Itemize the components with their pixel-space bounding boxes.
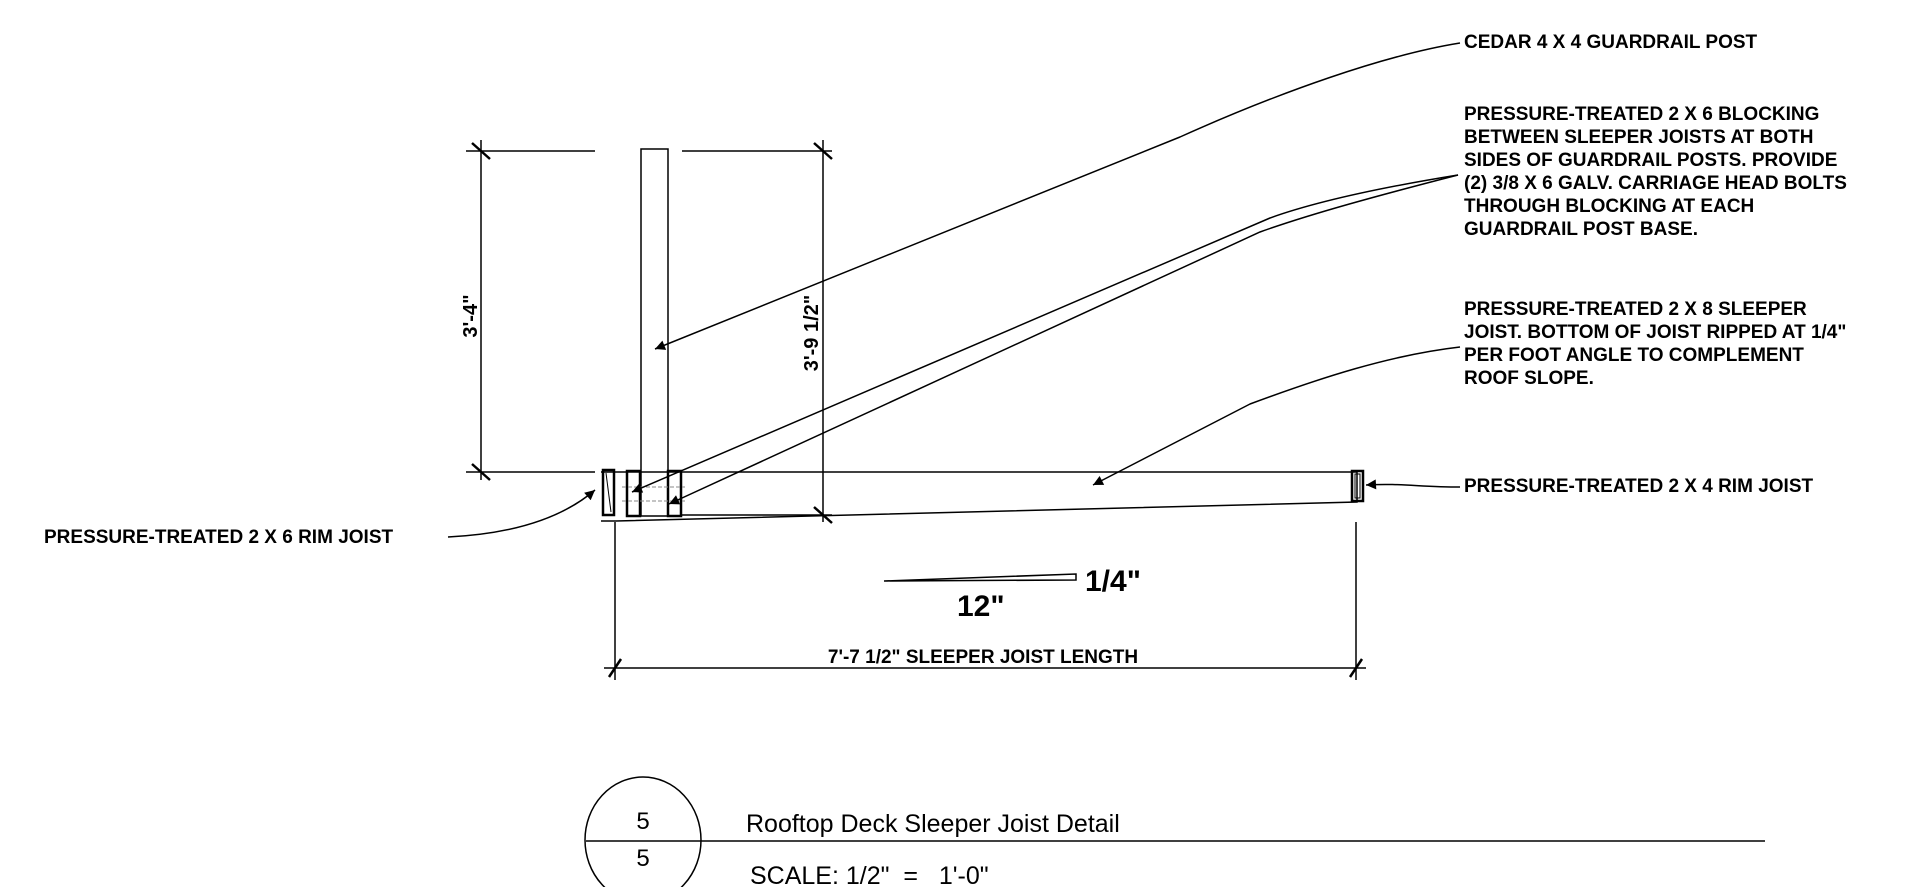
note-line: PRESSURE-TREATED 2 X 4 RIM JOIST (1464, 476, 1814, 497)
dimension-overall-height (682, 140, 833, 524)
guardrail-post (640, 148, 669, 517)
detail-number: 5 (636, 808, 649, 835)
leader-sleeper (1092, 346, 1461, 486)
leader-blocking-2 (668, 174, 1459, 505)
dimension-post-height (466, 140, 595, 481)
rim-joist-2x6 (601, 468, 616, 517)
detail-scale: SCALE: 1/2" = 1'-0" (750, 862, 989, 887)
rim-joist-2x4 (1350, 469, 1365, 503)
dimension-joist-length-label: 7'-7 1/2" SLEEPER JOIST LENGTH (828, 647, 1138, 668)
note-sleeper-joist: PRESSURE-TREATED 2 X 8 SLEEPER JOIST. BO… (1464, 298, 1846, 390)
note-line: PRESSURE-TREATED 2 X 8 SLEEPER (1464, 299, 1807, 320)
note-line: PRESSURE-TREATED 2 X 6 RIM JOIST (44, 527, 394, 548)
detail-bubble (584, 776, 702, 892)
detail-title: Rooftop Deck Sleeper Joist Detail (746, 810, 1120, 838)
note-rim-joist-2x4: PRESSURE-TREATED 2 X 4 RIM JOIST (1464, 475, 1813, 498)
leader-rim-2x6 (447, 489, 596, 538)
blocking-right (666, 469, 683, 518)
note-line: BETWEEN SLEEPER JOISTS AT BOTH (1464, 127, 1814, 148)
note-blocking: PRESSURE-TREATED 2 X 6 BLOCKING BETWEEN … (1464, 103, 1847, 241)
sleeper-joist (601, 471, 1358, 522)
leader-blocking-1 (631, 174, 1459, 493)
slope-rise-label: 1/4" (1085, 565, 1141, 598)
slope-indicator (883, 573, 1077, 582)
note-line: THROUGH BLOCKING AT EACH (1464, 196, 1755, 217)
note-rim-joist-2x6: PRESSURE-TREATED 2 X 6 RIM JOIST (44, 526, 393, 549)
dimension-overall-height-label: 3'-9 1/2" (801, 295, 823, 372)
dimension-post-height-label: 3'-4" (460, 294, 482, 337)
leader-post (654, 42, 1461, 350)
note-line: JOIST. BOTTOM OF JOIST RIPPED AT 1/4" (1464, 322, 1847, 343)
dimension-joist-length (604, 522, 1366, 680)
sheet-number: 5 (636, 845, 649, 872)
blocking-left (625, 469, 642, 518)
note-line: GUARDRAIL POST BASE. (1464, 219, 1699, 240)
note-line: ROOF SLOPE. (1464, 368, 1594, 389)
note-guardrail-post: CEDAR 4 X 4 GUARDRAIL POST (1464, 31, 1757, 54)
note-line: CEDAR 4 X 4 GUARDRAIL POST (1464, 32, 1758, 53)
dimension-label-mask (795, 646, 1171, 666)
slope-run-label: 12" (957, 590, 1005, 623)
rim-joist-2x4-inner (1354, 473, 1361, 499)
rim-joist-2x6-hatch (605, 472, 612, 513)
note-line: PRESSURE-TREATED 2 X 6 BLOCKING (1464, 104, 1820, 125)
note-line: (2) 3/8 X 6 GALV. CARRIAGE HEAD BOLTS (1464, 173, 1847, 194)
note-line: SIDES OF GUARDRAIL POSTS. PROVIDE (1464, 150, 1838, 171)
note-line: PER FOOT ANGLE TO COMPLEMENT (1464, 345, 1804, 366)
leader-rim-2x4 (1365, 479, 1461, 490)
